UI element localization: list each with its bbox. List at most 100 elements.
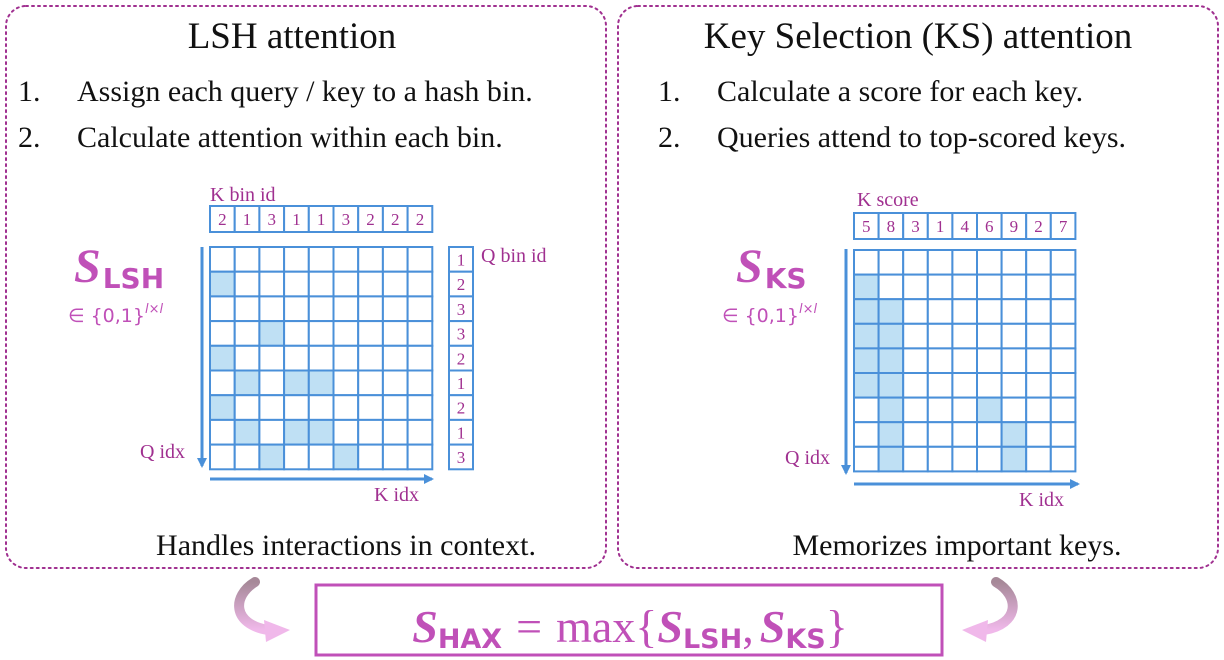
ks-cell-7-5 <box>976 421 1003 448</box>
ks-k-score-box-8 <box>1049 212 1077 240</box>
lsh-k-bin-box-8 <box>406 205 434 233</box>
lsh-cell-2-6 <box>357 295 384 323</box>
ks-cell-6-2 <box>902 396 929 424</box>
lsh-k-bin-value-5: 3 <box>342 210 351 229</box>
lsh-cell-3-5 <box>332 320 360 347</box>
lsh-q-bin-value-6: 2 <box>457 399 466 418</box>
ks-cell-1-5 <box>976 273 1003 301</box>
ks-k-score-value-8: 7 <box>1059 217 1068 236</box>
lsh-cell-2-5 <box>332 295 360 323</box>
lsh-cell-2-8 <box>406 295 434 323</box>
ks-cell-8-0 <box>853 445 880 473</box>
ks-cell-2-7 <box>1025 298 1052 325</box>
lsh-cell-0-1 <box>233 246 261 273</box>
lsh-q-bin-value-3: 3 <box>457 325 466 344</box>
left-step-2-number: 2. <box>18 121 41 154</box>
left-attention-matrix <box>209 246 434 471</box>
lsh-cell-4-1 <box>233 344 261 372</box>
lsh-cell-4-2 <box>258 344 286 372</box>
ks-cell-0-4 <box>951 249 979 276</box>
lsh-cell-3-7 <box>381 320 409 347</box>
lsh-q-bin-value-4: 2 <box>457 349 466 368</box>
lsh-k-bin-box-1 <box>233 205 261 233</box>
lsh-k-bin-box-0 <box>209 205 236 233</box>
lsh-cell-7-4-active <box>307 418 335 446</box>
ks-cell-6-5-active <box>976 396 1003 424</box>
formula: SHAX=max{SLSH,SKS} <box>412 601 848 655</box>
ks-cell-0-1 <box>877 249 905 276</box>
lsh-q-bin-value-1: 2 <box>457 275 466 294</box>
lsh-k-bin-value-3: 1 <box>292 210 301 229</box>
ks-cell-6-3 <box>926 396 954 424</box>
lsh-cell-1-8 <box>406 270 434 298</box>
lsh-cell-2-4 <box>307 295 335 323</box>
ks-cell-5-5 <box>976 372 1003 399</box>
lsh-cell-5-4-active <box>307 369 335 397</box>
ks-k-score-value-6: 9 <box>1010 217 1019 236</box>
lsh-cell-3-6 <box>357 320 384 347</box>
right-step-1-text: Calculate a score for each key. <box>717 75 1083 108</box>
lsh-cell-6-4 <box>307 394 335 421</box>
ks-k-score-value-3: 1 <box>936 217 945 236</box>
lsh-q-bin-box-2 <box>448 295 474 323</box>
left-matrix-s: S <box>74 240 101 293</box>
lsh-cell-0-8 <box>406 246 434 273</box>
left-curved-arrow-head <box>264 620 290 642</box>
right-k-axis-label: K idx <box>1019 489 1064 511</box>
ks-cell-8-1-active <box>877 445 905 473</box>
right-membership: ∈ {0,1}l×l <box>722 302 817 327</box>
ks-cell-7-6-active <box>1000 421 1028 448</box>
ks-cell-1-8 <box>1049 273 1077 301</box>
left-k-axis-label: K idx <box>374 484 419 506</box>
ks-cell-7-3 <box>926 421 954 448</box>
ks-cell-2-5 <box>976 298 1003 325</box>
ks-cell-3-0-active <box>853 322 880 350</box>
ks-cell-0-8 <box>1049 249 1077 276</box>
lsh-cell-4-4 <box>307 344 335 372</box>
lsh-cell-8-7 <box>381 443 409 471</box>
lsh-cell-5-0 <box>209 369 236 397</box>
lsh-cell-5-3-active <box>283 369 310 397</box>
lsh-cell-5-8 <box>406 369 434 397</box>
lsh-k-bin-value-7: 2 <box>391 210 400 229</box>
lsh-cell-7-0 <box>209 418 236 446</box>
ks-cell-0-3 <box>926 249 954 276</box>
lsh-cell-2-3 <box>283 295 310 323</box>
ks-cell-6-8 <box>1049 396 1077 424</box>
ks-cell-7-7 <box>1025 421 1052 448</box>
ks-cell-1-6 <box>1000 273 1028 301</box>
ks-cell-5-8 <box>1049 372 1077 399</box>
ks-cell-1-0-active <box>853 273 880 301</box>
lsh-cell-8-8 <box>406 443 434 471</box>
lsh-cell-3-4 <box>307 320 335 347</box>
right-panel-title: Key Selection (KS) attention <box>704 16 1132 57</box>
lsh-k-bin-box-3 <box>283 205 310 233</box>
right-caption: Memorizes important keys. <box>792 529 1121 562</box>
lsh-k-bin-value-8: 2 <box>416 210 425 229</box>
ks-cell-6-1-active <box>877 396 905 424</box>
ks-cell-4-6 <box>1000 347 1028 374</box>
lsh-cell-5-2 <box>258 369 286 397</box>
left-curved-arrow <box>234 577 273 635</box>
ks-cell-4-7 <box>1025 347 1052 374</box>
ks-cell-3-1-active <box>877 322 905 350</box>
ks-cell-5-4 <box>951 372 979 399</box>
ks-k-score-value-2: 3 <box>911 217 920 236</box>
ks-cell-0-0 <box>853 249 880 276</box>
left-membership: ∈ {0,1}l×l <box>68 302 163 327</box>
lsh-cell-0-3 <box>283 246 310 273</box>
lsh-cell-8-4 <box>307 443 335 471</box>
ks-cell-5-6 <box>1000 372 1028 399</box>
lsh-cell-0-2 <box>258 246 286 273</box>
ks-cell-0-6 <box>1000 249 1028 276</box>
lsh-cell-7-1-active <box>233 418 261 446</box>
ks-cell-1-3 <box>926 273 954 301</box>
lsh-k-bin-value-1: 1 <box>243 210 252 229</box>
ks-cell-7-4 <box>951 421 979 448</box>
right-matrix-subscript: KS <box>765 262 807 295</box>
ks-k-score-value-5: 6 <box>985 217 994 236</box>
ks-cell-2-6 <box>1000 298 1028 325</box>
right-panel-border <box>617 5 1219 569</box>
